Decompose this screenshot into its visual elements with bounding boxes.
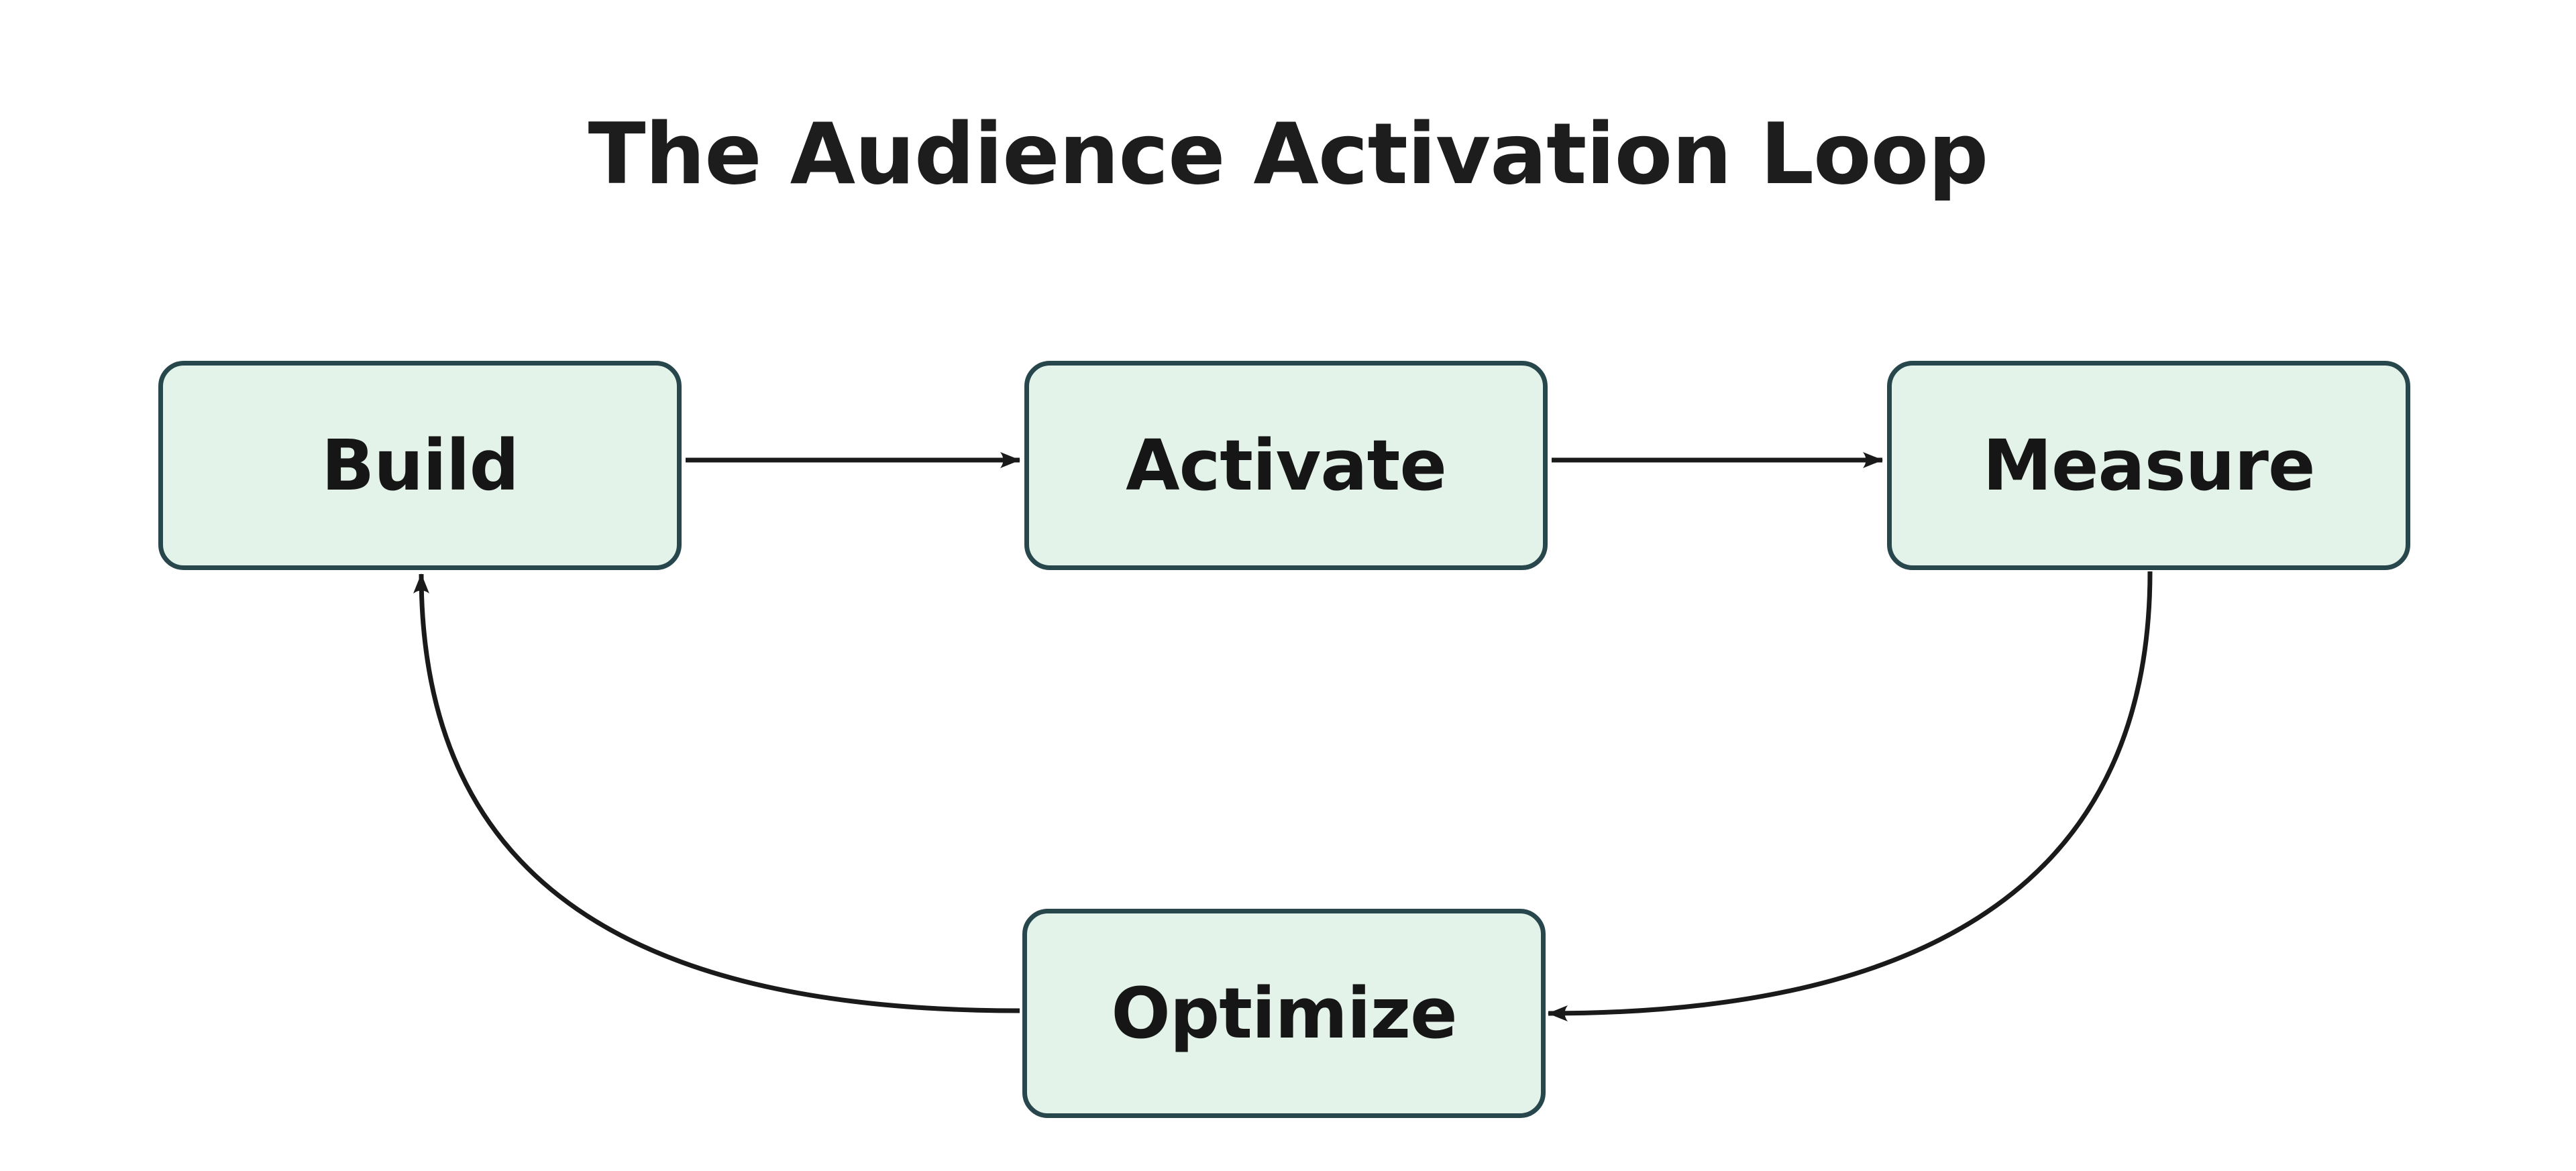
node-activate-label: Activate — [1126, 425, 1447, 506]
node-activate: Activate — [1024, 361, 1548, 570]
edge-optimize-to-build — [413, 573, 1020, 1013]
diagram-title: The Audience Activation Loop — [588, 105, 1989, 203]
node-build-label: Build — [321, 425, 519, 506]
node-measure-label: Measure — [1982, 425, 2316, 506]
node-optimize: Optimize — [1022, 909, 1546, 1118]
node-measure: Measure — [1887, 361, 2410, 570]
edge-measure-to-optimize — [1548, 571, 2153, 1021]
node-optimize-label: Optimize — [1111, 972, 1457, 1054]
node-build: Build — [158, 361, 682, 570]
